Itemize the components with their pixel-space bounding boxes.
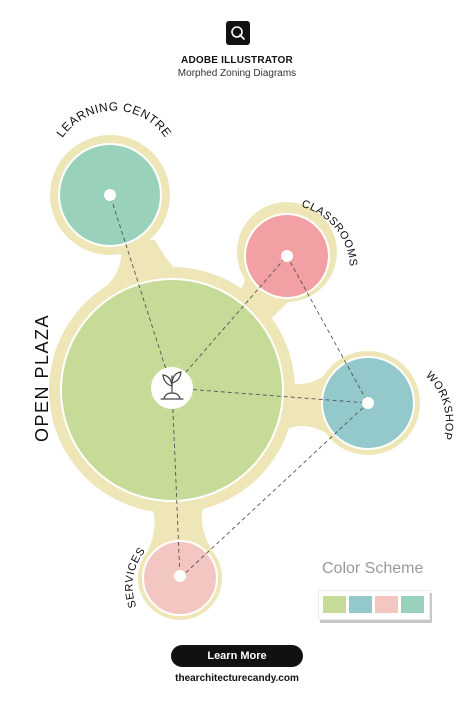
illustrator-logo-icon: [226, 21, 250, 45]
node-learning: [104, 189, 116, 201]
link-plaza-services: [171, 387, 181, 579]
link-plaza-classrooms: [171, 255, 288, 389]
swatch-mint: [401, 596, 424, 613]
footer-site: thearchitecturecandy.com: [175, 673, 299, 684]
svg-text:LEARNING CENTRE: LEARNING CENTRE: [54, 100, 175, 140]
swatch-pink: [375, 596, 398, 613]
label-learning-centre: LEARNING CENTRE: [54, 100, 174, 140]
plant-icon: [151, 367, 193, 409]
node-workshop: [362, 397, 374, 409]
link-workshop-services: [179, 402, 369, 579]
node-services: [174, 570, 186, 582]
swatch-blue: [349, 596, 372, 613]
node-classrooms: [281, 250, 293, 262]
legend-title: Color Scheme: [322, 560, 424, 577]
learn-more-button[interactable]: Learn More: [171, 645, 303, 667]
header-title: ADOBE ILLUSTRATOR: [181, 55, 293, 66]
link-plaza-workshop: [171, 387, 369, 404]
svg-text:WORKSHOP: WORKSHOP: [423, 369, 455, 441]
header-subtitle: Morphed Zoning Diagrams: [177, 68, 297, 79]
label-open-plaza: OPEN PLAZA: [32, 314, 52, 442]
swatch-green: [323, 596, 346, 613]
label-workshop: WORKSHOP: [423, 369, 454, 441]
color-scheme-card: [318, 590, 430, 620]
link-plaza-learning: [109, 194, 173, 389]
